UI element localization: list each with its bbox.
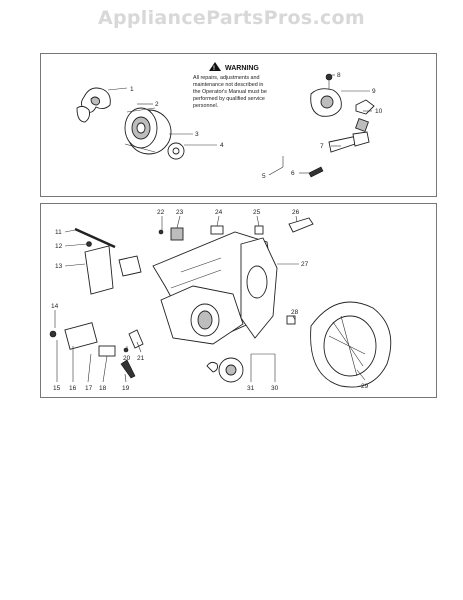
callout-22: 22 bbox=[157, 209, 165, 216]
callout-3: 3 bbox=[195, 131, 199, 138]
small-parts bbox=[49, 217, 314, 379]
oil-pump-part bbox=[308, 73, 375, 178]
callout-4: 4 bbox=[220, 142, 224, 149]
svg-text:!: ! bbox=[213, 66, 215, 72]
callout-18: 18 bbox=[99, 385, 107, 392]
housing-diagram: 11 12 13 14 15 16 17 18 19 20 21 22 23 2… bbox=[49, 209, 392, 392]
callout-17: 17 bbox=[85, 385, 93, 392]
clutch-drum-part bbox=[124, 107, 172, 155]
callout-31: 31 bbox=[247, 385, 255, 392]
callout-24: 24 bbox=[215, 209, 223, 216]
callout-29: 29 bbox=[361, 383, 369, 390]
callout-8: 8 bbox=[337, 72, 341, 79]
side-plate-part bbox=[84, 245, 114, 295]
crankcase-housing-part bbox=[152, 231, 278, 345]
callout-11: 11 bbox=[55, 229, 62, 236]
callout-15: 15 bbox=[53, 385, 61, 392]
callout-13: 13 bbox=[55, 263, 63, 270]
callout-23: 23 bbox=[176, 209, 184, 216]
clutch-shoe-part bbox=[76, 87, 111, 123]
clutch-diagram: ! WARNING All repairs, adjustments and m… bbox=[76, 62, 383, 180]
leader-lines-top bbox=[107, 74, 372, 176]
warning-line-2: maintenance not described in bbox=[193, 82, 263, 88]
callout-14: 14 bbox=[51, 303, 59, 310]
leader-lines-bottom bbox=[54, 215, 366, 383]
starter-cover-part bbox=[310, 301, 392, 388]
callout-12: 12 bbox=[55, 243, 63, 250]
callout-7: 7 bbox=[320, 143, 324, 150]
washer-part bbox=[167, 142, 185, 160]
diagram-panel-housing: 11 12 13 14 15 16 17 18 19 20 21 22 23 2… bbox=[40, 203, 437, 398]
starter-pulley-part bbox=[206, 357, 244, 383]
callout-28: 28 bbox=[291, 309, 299, 316]
bar-stud-part bbox=[74, 227, 116, 249]
warning-line-3: the Operator's Manual must be bbox=[193, 89, 267, 95]
callout-6: 6 bbox=[291, 170, 295, 177]
callout-21: 21 bbox=[137, 355, 145, 362]
callout-25: 25 bbox=[253, 209, 261, 216]
warning-line-4: performed by qualified service bbox=[193, 96, 265, 102]
warning-line-5: personnel. bbox=[193, 103, 218, 109]
callout-16: 16 bbox=[69, 385, 77, 392]
callout-9: 9 bbox=[372, 88, 376, 95]
watermark: AppliancePartsPros.com bbox=[97, 7, 365, 29]
callout-27: 27 bbox=[301, 261, 309, 268]
callout-26: 26 bbox=[292, 209, 300, 216]
callout-30: 30 bbox=[271, 385, 279, 392]
callout-19: 19 bbox=[122, 385, 130, 392]
warning-title: WARNING bbox=[225, 65, 259, 72]
warning-icon: ! bbox=[209, 62, 221, 72]
callout-2: 2 bbox=[155, 101, 159, 108]
callout-5: 5 bbox=[262, 173, 266, 180]
callout-1: 1 bbox=[130, 86, 134, 93]
callout-10: 10 bbox=[375, 108, 383, 115]
warning-line-1: All repairs, adjustments and bbox=[193, 75, 260, 81]
diagram-panel-clutch: ! WARNING All repairs, adjustments and m… bbox=[40, 53, 437, 197]
callout-20: 20 bbox=[123, 355, 131, 362]
